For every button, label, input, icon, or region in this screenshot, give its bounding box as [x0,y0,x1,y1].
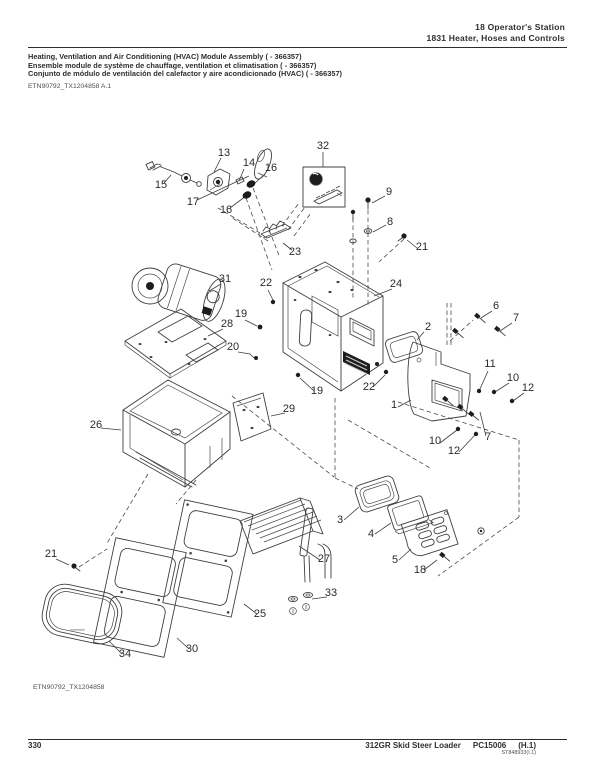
part-30-panel [93,537,187,658]
page-title-es: Conjunto de módulo de ventilación del ca… [28,69,343,79]
callout-15: 15 [155,179,167,191]
page-title-fr: Ensemble module de système de chauffage,… [28,60,317,70]
part-32-detail-box [302,166,346,208]
part-28-plate [124,308,227,379]
header-section: 18 Operator's Station [475,22,565,32]
callout-30: 30 [186,643,198,655]
part-24-housing [270,261,389,392]
title-block: Heating, Ventilation and Air Conditionin… [28,52,570,79]
part-17-valve [254,148,272,180]
explosion-axes [78,187,520,577]
footer-model: 312GR Skid Steer Loader [365,741,461,750]
page-number: 330 [28,741,42,750]
part-18-screws [439,527,485,562]
figure-caption: ETN90792_TX1204858 [33,684,105,691]
callout-2: 2 [425,321,431,333]
part-1-bracket [407,341,471,422]
callout-19: 19 [235,308,247,320]
footer-revision: (H.1) [518,741,536,750]
leader-lines [55,152,525,655]
part-23-connector [260,220,292,239]
part-31-blower-motor [131,263,226,322]
part-14-clip [235,176,245,185]
part-34-seal [41,583,123,645]
callout-25: 25 [254,608,266,620]
callout-29: 29 [283,403,295,415]
part-25-panel [162,499,254,618]
callout-10: 10 [507,372,519,384]
part-27-heater-core [239,497,332,583]
part-33-fittings [288,591,313,615]
callout-13: 13 [218,147,230,159]
part-13-bracket [206,168,231,196]
part-8-washers [349,228,373,244]
callout-33: 33 [325,587,337,599]
part-3-seal [354,475,400,513]
page-title: Heating, Ventilation and Air Conditionin… [28,52,302,61]
callout-16: 16 [220,204,232,216]
footer-publication-line: 312GR Skid Steer Loader PC15006 (H.1) [365,741,536,750]
part-4-frame [387,495,434,535]
fastener-screws-right [442,312,515,437]
callout-12: 12 [522,382,534,394]
callout-22: 22 [363,381,375,393]
callout-8: 8 [387,216,393,228]
callout-14: 14 [243,157,255,169]
footer-rule [28,739,567,740]
callout-1: 1 [391,399,397,411]
callout-9: 9 [386,186,392,198]
callout-19: 19 [311,385,323,397]
callout-16: 16 [265,162,277,174]
figure-ref: ETN90792_TX1204858 A.1 [28,83,112,90]
callout-21: 21 [416,241,428,253]
callout-34: 34 [119,648,131,660]
part-5-vent-panel [400,509,459,557]
callout-27: 27 [318,553,330,565]
callout-11: 11 [484,358,495,370]
callout-26: 26 [90,419,102,431]
callout-3: 3 [337,514,343,526]
callout-4: 4 [368,528,374,540]
callout-7: 7 [513,312,519,324]
part-29-panel [232,392,272,442]
callout-10: 10 [429,435,441,447]
callout-21: 21 [45,548,57,560]
callout-18: 18 [414,564,426,576]
part-21-screw-top [397,233,407,242]
callout-5: 5 [392,554,398,566]
part-9-screws [350,197,371,221]
part-19-20-screws [254,324,263,360]
callout-32: 32 [317,140,329,152]
callout-17: 17 [187,196,199,208]
part-26-lower-housing [122,379,231,488]
callout-12: 12 [448,445,460,457]
footer-publication: PC15006 [472,741,507,750]
header-rule [28,47,567,48]
callout-24: 24 [390,278,402,290]
callout-7: 7 [485,431,491,443]
footer-print-code: ST848933(I.1) [501,750,536,756]
callout-23: 23 [289,246,301,258]
callout-22: 22 [260,277,272,289]
running-header: 18 Operator's Station 1831 Heater, Hoses… [427,22,565,45]
part-21-screw-bottom [71,563,81,572]
callout-31: 31 [219,273,231,285]
part-15-cable [145,161,202,187]
callout-28: 28 [221,318,233,330]
header-subsection: 1831 Heater, Hoses and Controls [426,33,565,44]
callout-20: 20 [227,341,239,353]
part-16-grommets [242,180,256,199]
callout-6: 6 [493,300,499,312]
